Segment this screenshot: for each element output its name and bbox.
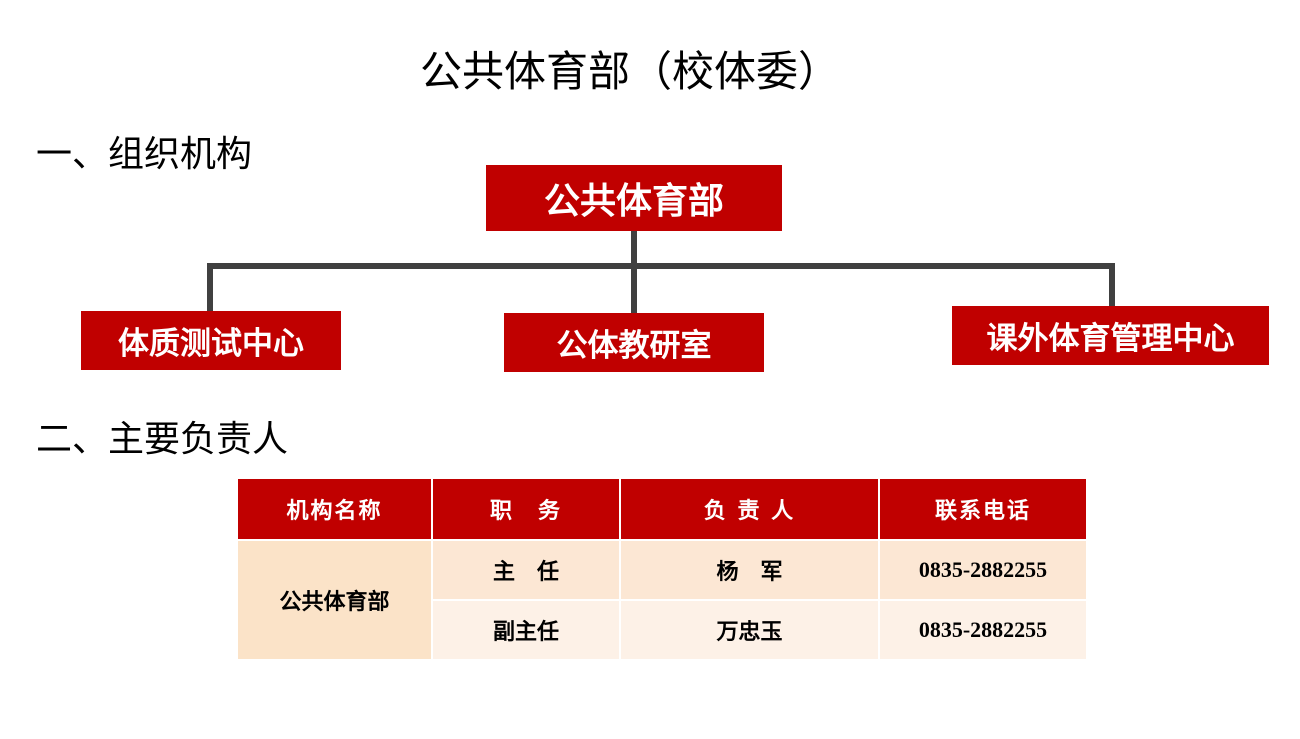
phone-cell: 0835-2882255 (878, 599, 1088, 661)
org-node-teaching-office: 公体教研室 (504, 313, 764, 372)
position-cell: 副主任 (431, 599, 621, 661)
header-position: 职 务 (431, 477, 621, 541)
header-person: 负 责 人 (619, 477, 880, 541)
org-node-fitness-testing: 体质测试中心 (81, 311, 341, 370)
org-node-extracurricular: 课外体育管理中心 (952, 306, 1269, 365)
table-header-row: 机构名称 职 务 负 责 人 联系电话 (236, 477, 1088, 541)
position-cell: 主 任 (431, 539, 621, 601)
table-row: 副主任 万忠玉 0835-2882255 (237, 599, 1088, 661)
person-cell: 万忠玉 (619, 599, 880, 661)
leaders-table: 机构名称 职 务 负 责 人 联系电话 公共体育部 主 任 杨 军 0835-2… (236, 477, 1088, 661)
org-node-root: 公共体育部 (486, 165, 782, 231)
header-org-name: 机构名称 (236, 477, 433, 541)
page-title: 公共体育部（校体委） (419, 47, 840, 96)
org-name-cell: 公共体育部 (236, 539, 433, 661)
phone-cell: 0835-2882255 (878, 539, 1088, 601)
header-phone: 联系电话 (878, 477, 1088, 541)
person-cell: 杨 军 (619, 539, 880, 601)
section-heading-org: 一、组织机构 (36, 134, 253, 175)
table-row: 公共体育部 主 任 杨 军 0835-2882255 (236, 539, 1088, 661)
section-heading-leaders: 二、主要负责人 (36, 419, 289, 460)
